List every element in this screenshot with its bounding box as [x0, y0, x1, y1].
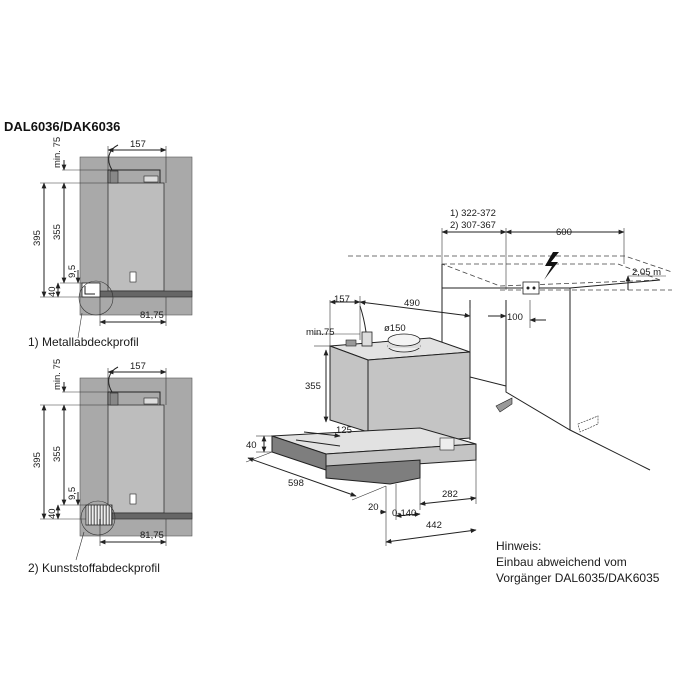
dim-20: 20	[368, 502, 379, 513]
dim-125: 125	[336, 425, 352, 436]
dim-395: 395	[32, 230, 43, 246]
switch	[439, 437, 455, 451]
dim-40: 40	[47, 508, 58, 519]
power-cable	[359, 305, 367, 333]
dim-442: 442	[426, 520, 442, 531]
leader-line	[77, 312, 83, 339]
switch-box	[129, 271, 137, 283]
switch-box	[129, 493, 137, 505]
dim-355: 355	[305, 381, 321, 392]
hood-top-outline	[107, 391, 161, 405]
note-heading: Hinweis:	[496, 539, 541, 553]
socket-pin	[532, 286, 536, 290]
plug	[361, 331, 373, 347]
dim-min75: min. 75	[52, 137, 63, 168]
dim-dia150: ø150	[384, 323, 406, 334]
connector-block	[345, 339, 357, 347]
socket-pin	[526, 286, 530, 290]
detail-circle	[78, 280, 114, 316]
dim-9-5: 9,5	[67, 487, 78, 500]
note-block: Hinweis: Einbau abweichend vom Vorgänger…	[496, 539, 660, 585]
dim-0-140: 0-140	[392, 508, 416, 519]
dim-opt1: 1) 322-372	[450, 208, 496, 219]
dim-line-125	[303, 431, 341, 438]
note-line2: Vorgänger DAL6035/DAK6035	[496, 571, 660, 585]
fan-connector	[109, 392, 119, 406]
dim-line-598	[247, 457, 357, 497]
cable	[108, 144, 119, 171]
hood-side	[329, 345, 369, 433]
dim-line-282	[419, 496, 477, 506]
hood-top-outline	[107, 169, 161, 183]
dim-9-5: 9,5	[67, 265, 78, 278]
dim-40: 40	[246, 440, 257, 451]
cabinet-back-lines	[505, 300, 651, 471]
front-panel	[89, 290, 193, 298]
dim-line-490	[359, 300, 471, 318]
profile1-caption: 1) Metallabdeckprofil	[28, 335, 139, 349]
dim-min75: min. 75	[52, 359, 63, 390]
hood-front	[367, 351, 471, 447]
cable	[108, 366, 119, 393]
dim-157: 157	[334, 294, 350, 305]
fan-connector	[109, 170, 119, 184]
filter-line	[295, 439, 341, 447]
cover-profile-hatched	[85, 504, 113, 526]
ceiling-line	[348, 255, 673, 273]
dim-395: 395	[32, 452, 43, 468]
side-view-plastic-profile: 157 min. 75 395 355 9,5 40 81,75	[32, 359, 193, 561]
side-view-metal-profile: 157 min. 75 395 355 9,5 40 81,75	[32, 137, 193, 339]
cover-profile-edge	[84, 286, 95, 295]
isometric-view: 1) 322-372 2) 307-367 600 2,05 m 157 490…	[245, 208, 673, 546]
dim-81-75: 81,75	[140, 530, 164, 541]
model-title: DAL6036/DAK6036	[4, 119, 120, 134]
socket	[522, 281, 540, 295]
ext-line	[351, 485, 387, 501]
dim-100: 100	[507, 312, 523, 323]
exhaust-duct-opening	[387, 333, 421, 347]
dim-282: 282	[442, 489, 458, 500]
dim-355: 355	[52, 446, 63, 462]
detail-circle	[80, 500, 116, 536]
dim-line-0-140	[395, 512, 421, 518]
note-line1: Einbau abweichend vom	[496, 555, 627, 569]
profile2-caption: 2) Kunststoffabdeckprofil	[28, 561, 160, 575]
dim-opt2: 2) 307-367	[450, 220, 496, 231]
top-bracket	[143, 175, 159, 183]
dim-40: 40	[47, 286, 58, 297]
dim-600: 600	[556, 227, 572, 238]
electric-symbol-icon	[544, 252, 559, 280]
dim-min75: min.75	[306, 327, 335, 338]
dim-157: 157	[130, 361, 146, 372]
mounting-bracket	[495, 397, 513, 413]
dim-598: 598	[288, 478, 304, 489]
dim-2-05m: 2,05 m	[632, 267, 661, 278]
dim-490: 490	[404, 298, 420, 309]
dim-157: 157	[130, 139, 146, 150]
leader-line	[75, 531, 85, 561]
dim-355: 355	[52, 224, 63, 240]
dim-line-442	[385, 528, 477, 544]
dim-81-75: 81,75	[140, 310, 164, 321]
ext-line	[245, 451, 273, 463]
cabinet-top-edge	[569, 279, 661, 289]
mounting-bracket	[577, 415, 599, 433]
top-bracket	[143, 397, 159, 405]
